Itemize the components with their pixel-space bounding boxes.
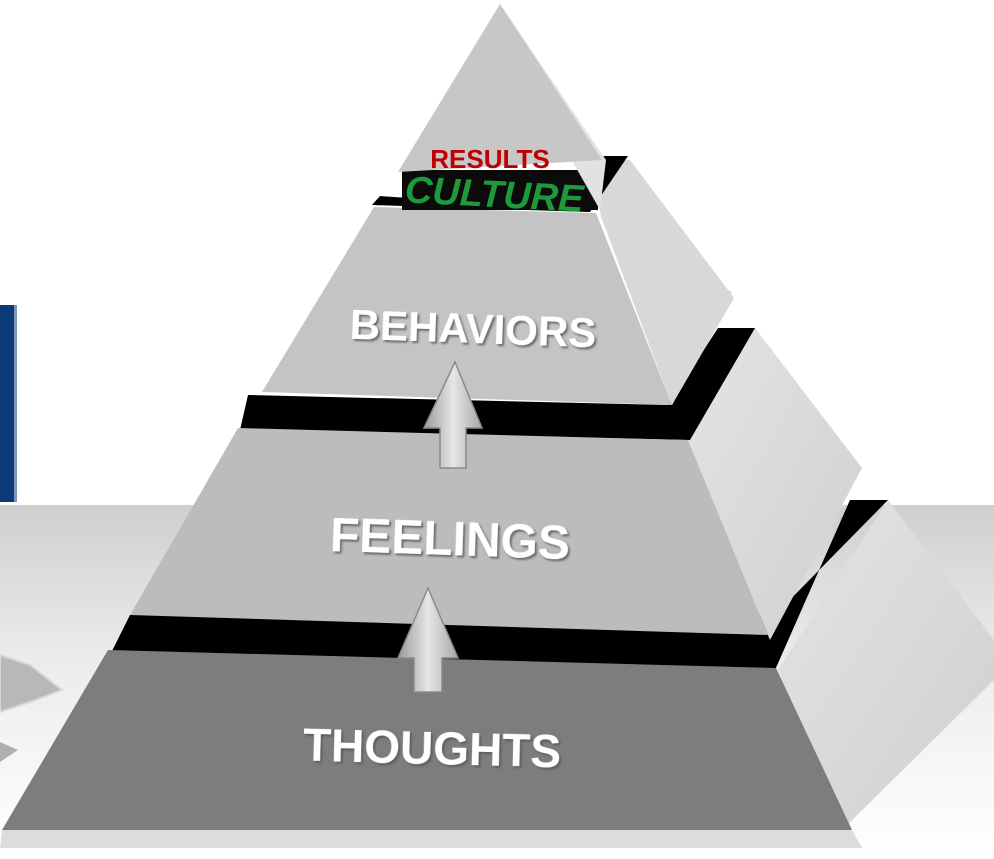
level-label-culture: CULTURE [404,169,586,220]
left-panel [0,305,16,502]
thoughts-face [2,650,852,830]
feelings-face [130,428,768,635]
behaviors-face [262,207,672,405]
left-panel-edge [14,305,17,502]
up-arrow-icon [422,360,484,469]
culture-band [402,170,598,210]
level-label-behaviors: BEHAVIORS [349,301,597,357]
level-label-results: RESULTS [430,144,549,174]
left-diamond-shape [0,653,65,714]
thoughts-side-face [778,500,994,830]
level-label-feelings: FEELINGS [329,509,571,570]
feelings-side-face [688,328,862,640]
up-arrow-icon [396,586,460,693]
behaviors-side-face-upper [600,160,734,405]
left-diamond-shape-2 [0,742,18,762]
thoughts-bottom-edge [0,830,862,848]
results-face [398,4,602,172]
level-label-thoughts: THOUGHTS [302,719,561,778]
feelings-ledge [240,328,755,440]
